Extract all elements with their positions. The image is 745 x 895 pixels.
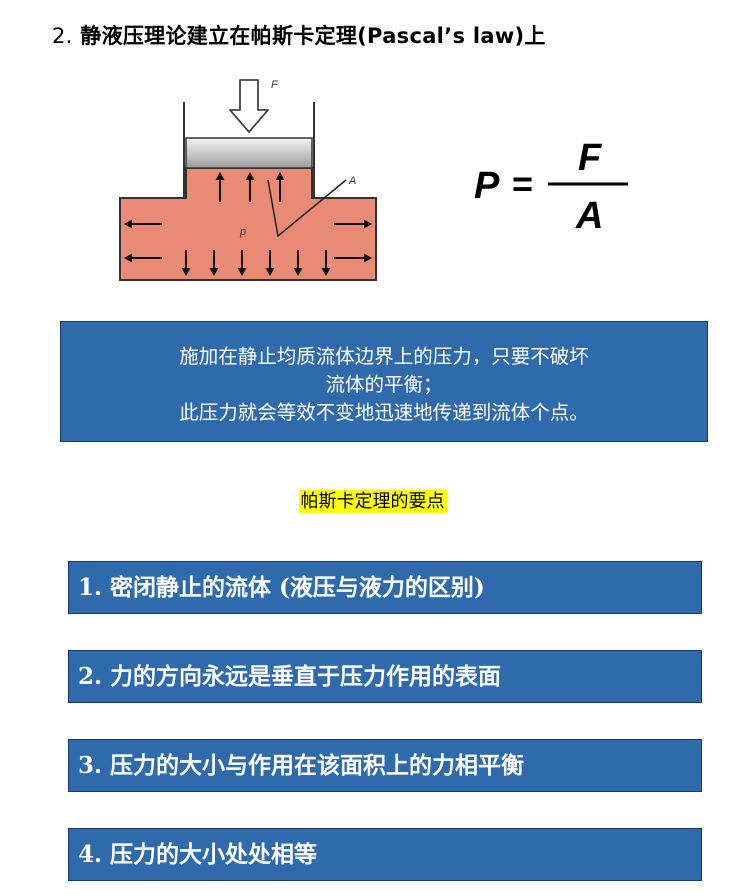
definition-line: 流体的平衡； <box>325 373 443 396</box>
definition-line: 此压力就会等效不变地迅速地传递到流体个点。 <box>179 401 589 424</box>
pressure-arrow-head <box>364 219 372 229</box>
area-label: A <box>348 175 356 187</box>
pressure-arrow-head <box>364 253 372 263</box>
pressure-arrow-head <box>245 172 255 180</box>
force-label: F <box>271 79 279 91</box>
keypoints-title-text: 帕斯卡定理的要点 <box>298 490 447 513</box>
formula-lhs: P <box>474 165 500 207</box>
formula-equals: = <box>512 163 533 204</box>
pascal-diagram: F A p <box>119 79 377 281</box>
keypoint-item: 3. 压力的大小与作用在该面积上的力相平衡 <box>68 739 702 792</box>
pressure-arrow-head <box>124 219 132 229</box>
piston <box>185 137 313 169</box>
pressure-arrow-head <box>237 268 247 276</box>
heading-number: 2. <box>52 24 73 48</box>
formula-denominator: A <box>575 195 603 237</box>
definition-line: 施加在静止均质流体边界上的压力，只要不破坏 <box>179 345 589 368</box>
slide-heading: 2. 静液压理论建立在帕斯卡定理(Pascal’s law)上 <box>52 20 546 50</box>
pressure-arrows <box>124 172 372 276</box>
pressure-arrow-head <box>293 268 303 276</box>
pressure-arrow-head <box>275 172 285 180</box>
keypoints-title: 帕斯卡定理的要点 <box>0 487 745 513</box>
pressure-label: p <box>239 226 246 238</box>
keypoint-item: 2. 力的方向永远是垂直于压力作用的表面 <box>68 650 702 703</box>
pressure-arrow-head <box>209 268 219 276</box>
pressure-arrow-head <box>321 268 331 276</box>
force-arrow-icon <box>229 79 269 133</box>
pressure-arrow-head <box>265 268 275 276</box>
pressure-arrow-head <box>124 253 132 263</box>
area-leader-line <box>267 179 347 238</box>
pressure-arrow-head <box>215 172 225 180</box>
definition-box: 施加在静止均质流体边界上的压力，只要不破坏 流体的平衡； 此压力就会等效不变地迅… <box>60 321 708 442</box>
fluid-body <box>119 167 377 281</box>
fluid-container <box>119 102 377 281</box>
heading-text: 静液压理论建立在帕斯卡定理(Pascal’s law)上 <box>80 24 546 48</box>
keypoint-item: 4. 压力的大小处处相等 <box>68 828 702 881</box>
formula-numerator: F <box>578 137 603 179</box>
keypoint-item: 1. 密闭静止的流体 (液压与液力的区别) <box>68 561 702 614</box>
pressure-arrow-head <box>181 268 191 276</box>
pascal-formula: P = F A <box>474 137 628 237</box>
